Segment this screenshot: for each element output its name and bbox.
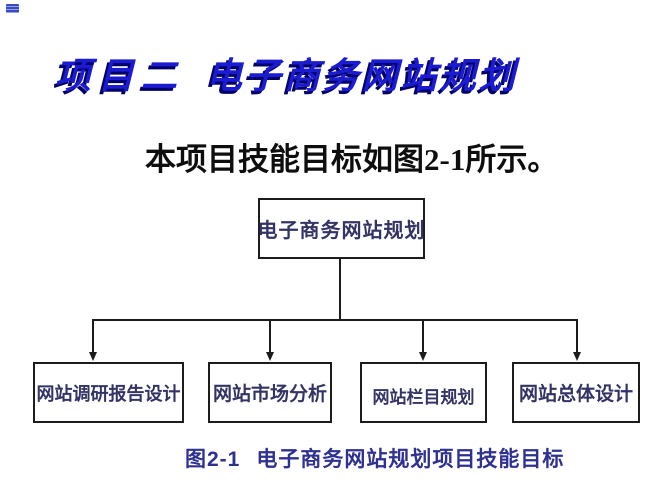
figure-caption-number: 图2-1 — [185, 448, 241, 471]
figure-caption-text: 电子商务网站规划项目技能目标 — [256, 448, 565, 471]
arrowhead-down-icon — [266, 352, 274, 361]
figure-caption: 图2-1 电子商务网站规划项目技能目标 — [185, 443, 564, 473]
arrowhead-down-icon — [89, 352, 97, 361]
diagram-root-box: 电子商务网站规划 — [258, 198, 425, 259]
slide-subtitle: 本项目技能目标如图2-1所示。 — [145, 142, 559, 177]
diagram-child-label: 网站总体设计 — [518, 384, 633, 405]
diagram-child-box-1: 网站调研报告设计 — [33, 362, 184, 423]
diagram-child-box-3: 网站栏目规划 — [360, 362, 487, 423]
diagram-child-box-4: 网站总体设计 — [512, 362, 640, 423]
diagram-child-box-2: 网站市场分析 — [208, 362, 332, 423]
arrowhead-down-icon — [573, 352, 581, 361]
diagram-child-label: 网站市场分析 — [212, 384, 327, 405]
diagram-child-label: 网站调研报告设计 — [36, 383, 181, 404]
slide-title-part2: 电子商务网站规划 — [206, 56, 519, 96]
slide-title-part1: 项目二 — [55, 56, 185, 96]
corner-mark-icon — [6, 4, 19, 13]
slide-title: 项目二电子商务网站规划 — [55, 56, 518, 97]
diagram-child-label: 网站栏目规划 — [372, 388, 475, 407]
diagram-root-label: 电子商务网站规划 — [257, 220, 426, 242]
arrowhead-down-icon — [419, 352, 427, 361]
